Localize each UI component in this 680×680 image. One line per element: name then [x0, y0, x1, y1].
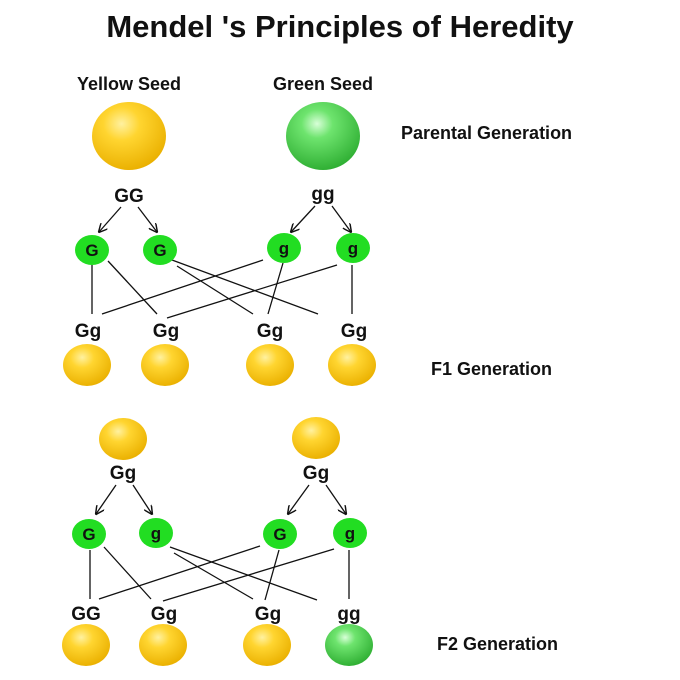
- cross-line: [103, 546, 152, 600]
- svg-text:G: G: [82, 525, 95, 544]
- f2-genotype: Gg: [255, 604, 281, 625]
- cross-line: [162, 548, 335, 602]
- arrow: [325, 484, 346, 514]
- cross-line: [267, 262, 284, 315]
- green-parent-genotype: gg: [311, 184, 334, 205]
- f1-genotype: Gg: [341, 321, 367, 342]
- allele-node: G: [143, 235, 177, 265]
- arrow: [288, 484, 310, 514]
- svg-text:g: g: [348, 239, 358, 258]
- allele-node: G: [72, 519, 106, 549]
- allele-node: g: [333, 518, 367, 548]
- cross-line: [169, 546, 318, 601]
- yellow-seed-label: Yellow Seed: [77, 74, 181, 94]
- f2-green-seed: [325, 624, 373, 666]
- cross-line: [166, 264, 338, 319]
- svg-text:G: G: [273, 525, 286, 544]
- parental-generation-label: Parental Generation: [401, 123, 572, 143]
- f1-yellow-seed: [246, 344, 294, 386]
- svg-text:g: g: [345, 524, 355, 543]
- f2-parent-genotype: Gg: [303, 463, 329, 484]
- cross-line: [264, 549, 280, 601]
- cross-line: [171, 259, 319, 315]
- f2-parent-seed: [99, 418, 147, 460]
- f2-genotype: gg: [337, 604, 360, 625]
- f2-parent-genotype: Gg: [110, 463, 136, 484]
- f1-yellow-seed: [63, 344, 111, 386]
- green-seed: [286, 102, 360, 170]
- green-seed-label: Green Seed: [273, 74, 373, 94]
- f2-genotype: Gg: [151, 604, 177, 625]
- svg-text:g: g: [151, 524, 161, 543]
- f1-yellow-seed: [328, 344, 376, 386]
- f2-parent-seed: [292, 417, 340, 459]
- arrow: [132, 484, 152, 514]
- f2-yellow-seed: [62, 624, 110, 666]
- f2-yellow-seed: [139, 624, 187, 666]
- f1-genotype: Gg: [153, 321, 179, 342]
- f1-genotype: Gg: [75, 321, 101, 342]
- f1-yellow-seed: [141, 344, 189, 386]
- arrow: [331, 205, 351, 232]
- f2-yellow-seed: [243, 624, 291, 666]
- arrow: [96, 484, 117, 514]
- svg-text:G: G: [153, 241, 166, 260]
- f1-generation-label: F1 Generation: [431, 359, 552, 379]
- yellow-parent-genotype: GG: [114, 186, 144, 207]
- cross-line: [98, 545, 261, 600]
- allele-node: g: [139, 518, 173, 548]
- page-title: Mendel 's Principles of Heredity: [106, 9, 574, 44]
- svg-text:g: g: [279, 239, 289, 258]
- f2-genotype: GG: [71, 604, 101, 625]
- allele-node: G: [263, 519, 297, 549]
- allele-node: g: [267, 233, 301, 263]
- svg-text:G: G: [85, 241, 98, 260]
- arrow: [291, 205, 316, 232]
- arrow: [137, 206, 157, 232]
- allele-node: G: [75, 235, 109, 265]
- f1-genotype: Gg: [257, 321, 283, 342]
- allele-node: g: [336, 233, 370, 263]
- arrow: [99, 206, 122, 232]
- cross-line: [176, 265, 254, 315]
- cross-line: [173, 552, 254, 600]
- yellow-seed: [92, 102, 166, 170]
- cross-line: [107, 260, 158, 315]
- cross-line: [101, 259, 264, 315]
- f2-generation-label: F2 Generation: [437, 634, 558, 654]
